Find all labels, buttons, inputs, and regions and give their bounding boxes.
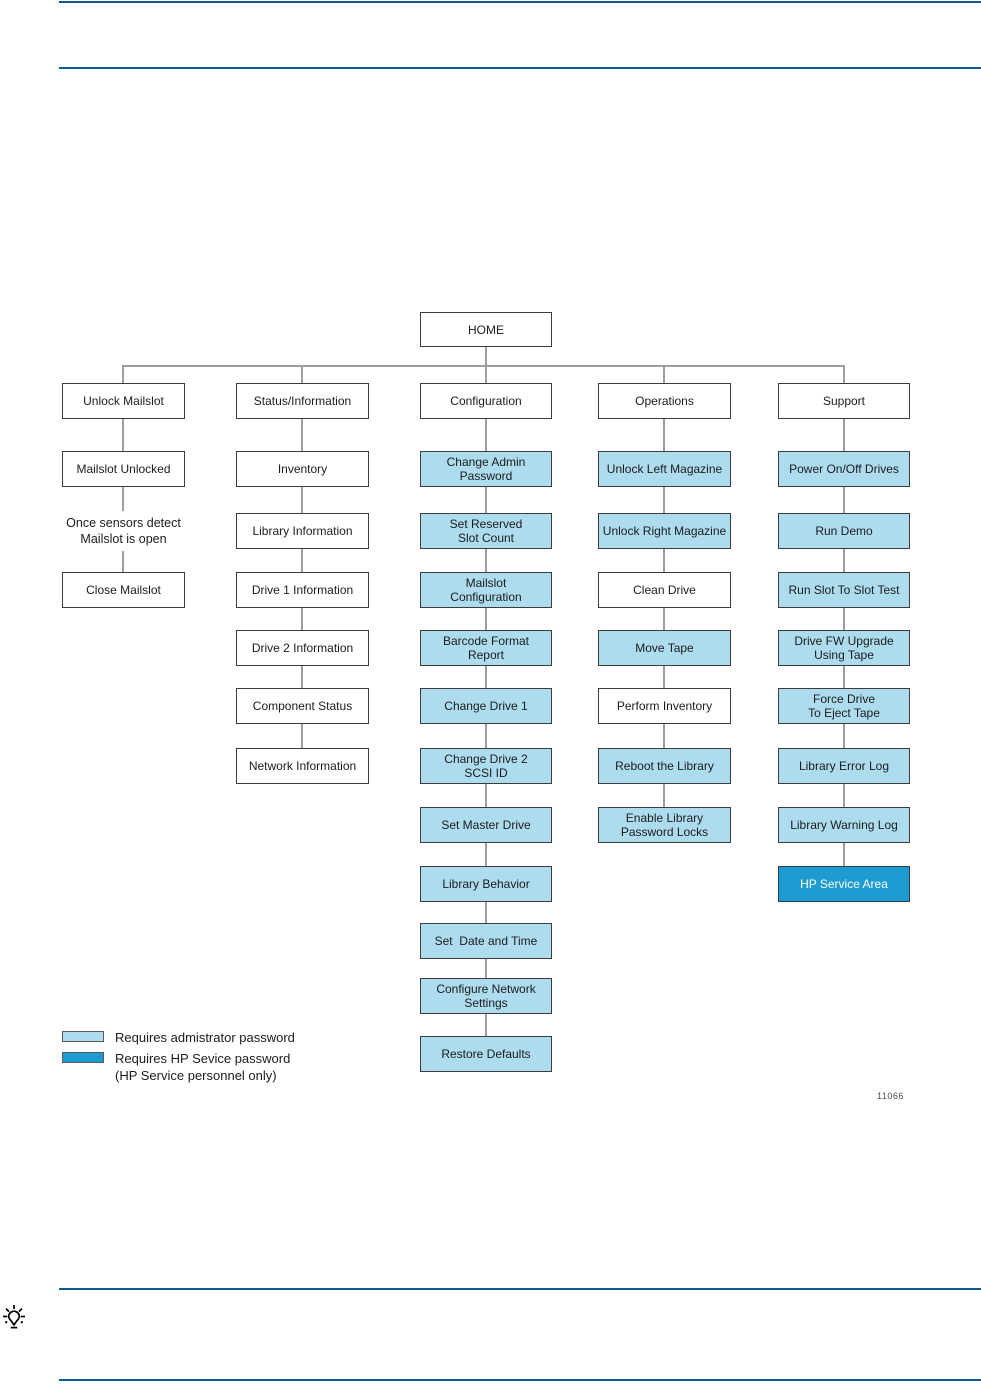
node-inventory: Inventory (236, 451, 369, 487)
node-drive-2-information: Drive 2 Information (236, 630, 369, 666)
node-enable-library-password-locks: Enable Library Password Locks (598, 807, 731, 843)
connector (663, 784, 665, 807)
node-close-mailslot: Close Mailslot (62, 572, 185, 608)
connector (663, 487, 665, 513)
connector (485, 1014, 487, 1036)
connector (843, 666, 845, 688)
node-support: Support (778, 383, 910, 419)
node-run-slot-to-slot-test: Run Slot To Slot Test (778, 572, 910, 608)
connector (485, 959, 487, 978)
note-mailslot-open: Once sensors detect Mailslot is open (66, 516, 181, 546)
node-drive-1-information: Drive 1 Information (236, 572, 369, 608)
node-library-information: Library Information (236, 513, 369, 549)
node-unlock-left-magazine: Unlock Left Magazine (598, 451, 731, 487)
connector (485, 666, 487, 688)
node-barcode-format-report: Barcode Format Report (420, 630, 552, 666)
legend-service-swatch (62, 1052, 104, 1063)
node-unlock-right-magazine: Unlock Right Magazine (598, 513, 731, 549)
connector (301, 724, 303, 748)
connector (663, 549, 665, 572)
figure-number: 11066 (877, 1091, 904, 1101)
node-drive-fw-upgrade-using-tape: Drive FW Upgrade Using Tape (778, 630, 910, 666)
node-operations: Operations (598, 383, 731, 419)
legend-admin-swatch (62, 1031, 104, 1042)
connector (843, 487, 845, 513)
node-restore-defaults: Restore Defaults (420, 1036, 552, 1072)
node-component-status: Component Status (236, 688, 369, 724)
connector (843, 367, 845, 383)
node-configure-network-settings: Configure Network Settings (420, 978, 552, 1014)
connector (485, 487, 487, 513)
node-hp-service-area: HP Service Area (778, 866, 910, 902)
node-configuration: Configuration (420, 383, 552, 419)
connector (663, 367, 665, 383)
node-set-master-drive: Set Master Drive (420, 807, 552, 843)
connector (301, 666, 303, 688)
node-status-information: Status/Information (236, 383, 369, 419)
connector (843, 724, 845, 748)
connector (663, 608, 665, 630)
node-run-demo: Run Demo (778, 513, 910, 549)
node-perform-inventory: Perform Inventory (598, 688, 731, 724)
node-set-reserved-slot-count: Set Reserved Slot Count (420, 513, 552, 549)
connector (122, 367, 124, 383)
node-move-tape: Move Tape (598, 630, 731, 666)
connector (843, 608, 845, 630)
connector (301, 608, 303, 630)
connector (843, 784, 845, 807)
node-change-admin-password: Change Admin Password (420, 451, 552, 487)
connector (122, 365, 845, 367)
connector (122, 551, 124, 572)
node-library-behavior: Library Behavior (420, 866, 552, 902)
node-library-error-log: Library Error Log (778, 748, 910, 784)
page-bottom-rule-1 (59, 1288, 981, 1290)
connector (485, 724, 487, 748)
node-clean-drive: Clean Drive (598, 572, 731, 608)
connector (485, 784, 487, 807)
connector (485, 608, 487, 630)
connector (485, 347, 487, 365)
node-mailslot-unlocked: Mailslot Unlocked (62, 451, 185, 487)
connector (485, 419, 487, 451)
node-power-on-off-drives: Power On/Off Drives (778, 451, 910, 487)
connector (122, 419, 124, 451)
connector (663, 419, 665, 451)
node-library-warning-log: Library Warning Log (778, 807, 910, 843)
legend-service-label: Requires HP Sevice password (HP Service … (115, 1051, 291, 1083)
connector (301, 487, 303, 513)
connector (663, 724, 665, 748)
node-change-drive-1: Change Drive 1 (420, 688, 552, 724)
node-home: HOME (420, 312, 552, 347)
node-change-drive-2-scsi-id: Change Drive 2 SCSI ID (420, 748, 552, 784)
page-top-rule-1 (59, 1, 981, 3)
legend-admin-label: Requires admistrator password (115, 1030, 295, 1045)
lightbulb-tip-icon (2, 1304, 26, 1338)
page-top-rule-2 (59, 67, 981, 69)
connector (843, 419, 845, 451)
connector (122, 487, 124, 511)
node-mailslot-configuration: Mailslot Configuration (420, 572, 552, 608)
connector (843, 843, 845, 866)
node-reboot-the-library: Reboot the Library (598, 748, 731, 784)
node-force-drive-to-eject-tape: Force Drive To Eject Tape (778, 688, 910, 724)
connector (301, 367, 303, 383)
connector (485, 367, 487, 383)
connector (301, 419, 303, 451)
connector (485, 549, 487, 572)
connector (301, 549, 303, 572)
connector (485, 843, 487, 866)
node-unlock-mailslot: Unlock Mailslot (62, 383, 185, 419)
connector (663, 666, 665, 688)
page-bottom-rule-2 (59, 1379, 981, 1381)
connector (843, 549, 845, 572)
node-network-information: Network Information (236, 748, 369, 784)
connector (485, 902, 487, 923)
node-set-date-and-time: Set Date and Time (420, 923, 552, 959)
